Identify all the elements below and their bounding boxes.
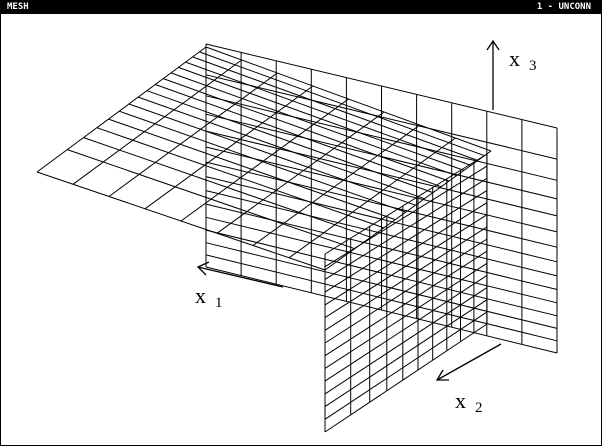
horizontal-plane-line [36, 46, 207, 173]
side-plane-line [324, 177, 488, 280]
x3-axis-arrow [486, 39, 500, 110]
horizontal-plane-line [180, 98, 349, 222]
x3-axis-subscript: 3 [529, 58, 537, 74]
side-plane-line [324, 189, 488, 293]
horizontal-plane-line [108, 72, 278, 197]
horizontal-plane-line [324, 150, 492, 271]
x1-axis-letter: x [195, 283, 206, 308]
horizontal-plane-line [252, 124, 421, 246]
horizontal-plane-line [216, 111, 385, 234]
side-plane-line [324, 202, 488, 306]
mesh-wireframe [36, 43, 558, 433]
x3-axis-letter: x [509, 46, 520, 71]
horizontal-plane-line [72, 59, 242, 185]
x1-axis-arrow [196, 261, 284, 288]
title-bar: MESH 1 - UNCONN [1, 1, 601, 14]
horizontal-plane-line [144, 85, 314, 210]
horizontal-plane-line [288, 137, 456, 259]
window-title: MESH [7, 2, 29, 12]
x2-axis-letter: x [455, 388, 466, 413]
x2-axis-subscript: 2 [475, 400, 483, 416]
mesh-viewport: x 3 x 1 x 2 [36, 39, 558, 433]
side-plane-line [324, 323, 488, 433]
x2-axis-arrow [435, 343, 502, 381]
window-status: 1 - UNCONN [536, 2, 591, 12]
x1-axis-subscript: 1 [215, 295, 223, 311]
